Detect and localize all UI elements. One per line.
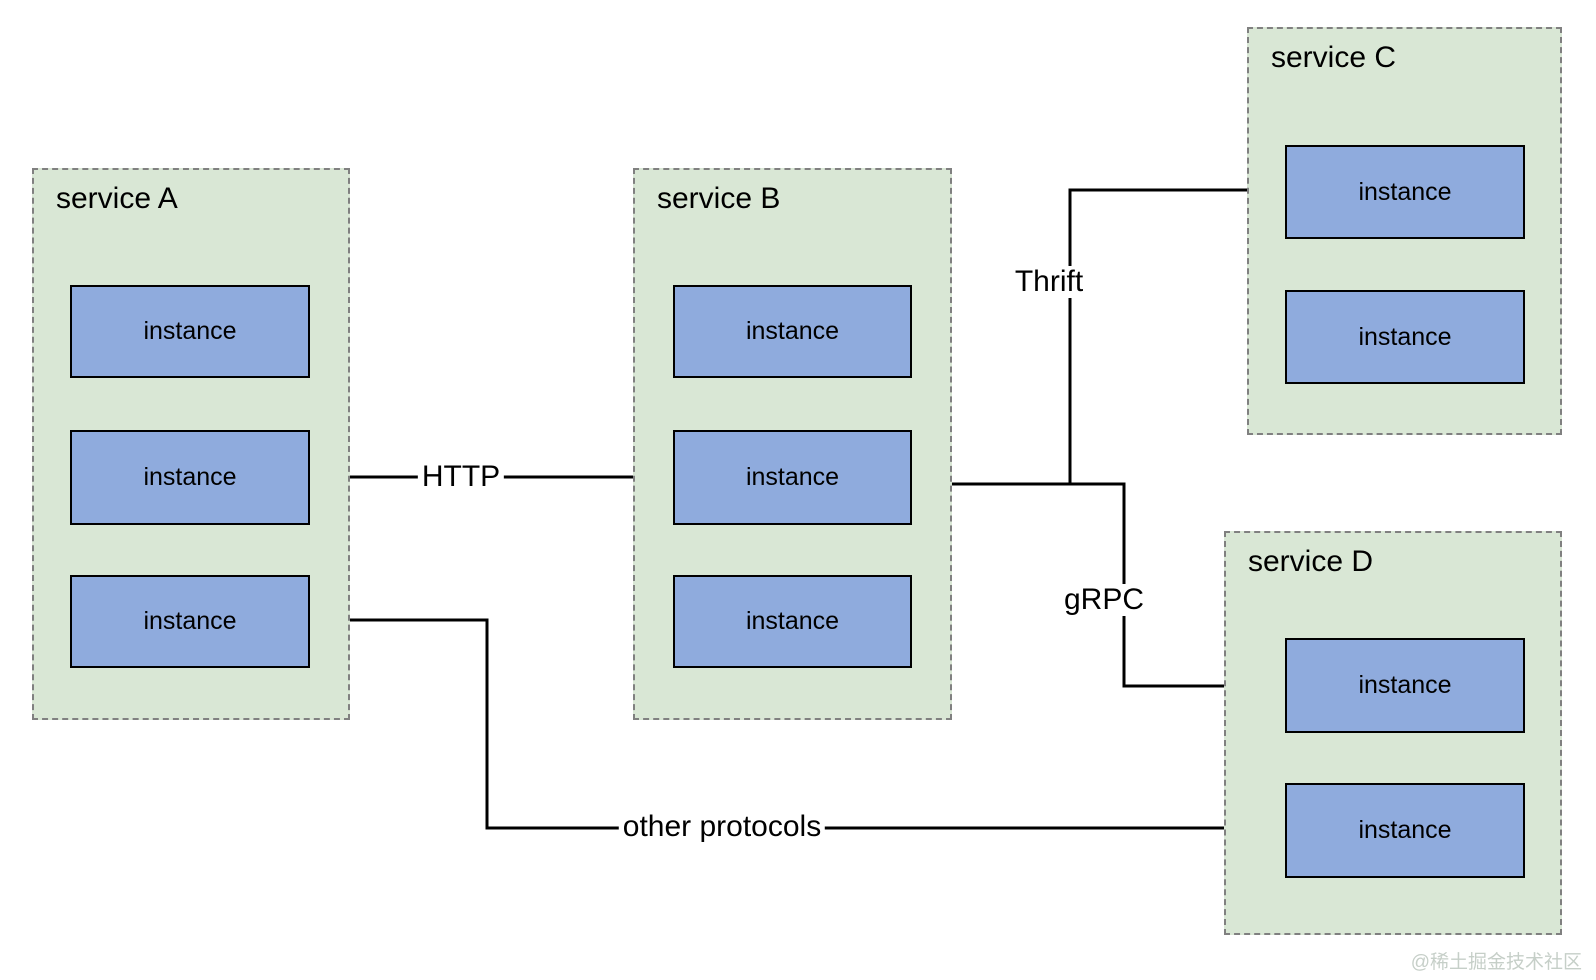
- edge-label-http: HTTP: [417, 461, 505, 493]
- instance-box[interactable]: instance: [70, 285, 310, 378]
- edge-label-grpc: gRPC: [1059, 584, 1149, 616]
- instance-box[interactable]: instance: [70, 430, 310, 525]
- service-group-d[interactable]: service D instance instance: [1224, 531, 1562, 935]
- edge-thrift: [913, 186, 1264, 486]
- instance-box[interactable]: instance: [1285, 290, 1525, 384]
- instance-box[interactable]: instance: [70, 575, 310, 668]
- instance-box[interactable]: instance: [673, 575, 912, 668]
- instance-box[interactable]: instance: [673, 430, 912, 525]
- service-group-a[interactable]: service A instance instance instance: [32, 168, 350, 720]
- watermark: @稀土掘金技术社区: [1410, 952, 1582, 973]
- service-group-b[interactable]: service B instance instance instance: [633, 168, 952, 720]
- edge-label-other-protocols: other protocols: [618, 811, 826, 843]
- service-group-d-title: service D: [1248, 545, 1374, 578]
- instance-box[interactable]: instance: [673, 285, 912, 378]
- instance-box[interactable]: instance: [1285, 783, 1525, 878]
- instance-box[interactable]: instance: [1285, 638, 1525, 733]
- instance-box[interactable]: instance: [1285, 145, 1525, 239]
- edge-label-thrift: Thrift: [1010, 266, 1088, 298]
- service-group-c[interactable]: service C instance instance: [1247, 27, 1562, 435]
- service-group-c-title: service C: [1271, 41, 1397, 74]
- service-group-b-title: service B: [657, 182, 781, 215]
- service-group-a-title: service A: [56, 182, 178, 215]
